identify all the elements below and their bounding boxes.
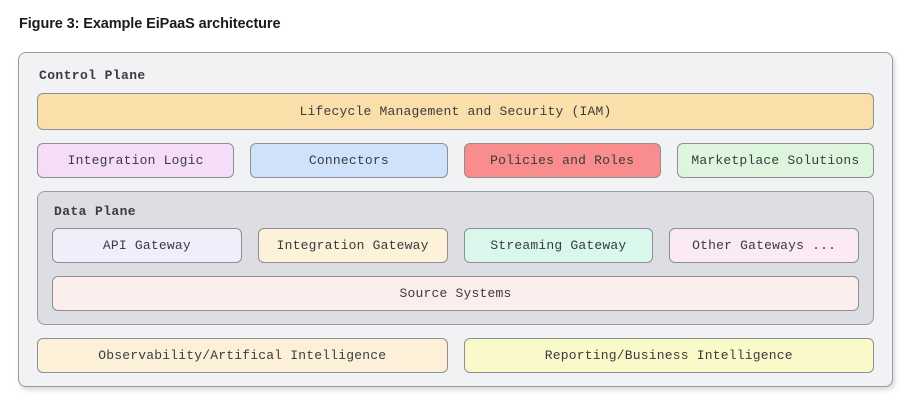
data-plane-gateways-row: API Gateway Integration Gateway Streamin… [52,228,859,263]
source-systems-box[interactable]: Source Systems [52,276,859,311]
api-gateway-box[interactable]: API Gateway [52,228,242,263]
figure-caption: Figure 3: Example EiPaaS architecture [19,16,281,32]
data-plane-panel: Data Plane API Gateway Integration Gatew… [37,191,874,325]
observability-ai-box[interactable]: Observability/Artifical Intelligence [37,338,448,373]
control-plane-banner-row: Lifecycle Management and Security (IAM) [37,93,874,130]
marketplace-solutions-box[interactable]: Marketplace Solutions [676,143,874,178]
control-plane-tiles-row: Integration Logic Connectors Policies an… [37,143,874,178]
other-gateways-box[interactable]: Other Gateways ... [669,228,859,263]
streaming-gateway-box[interactable]: Streaming Gateway [463,228,654,263]
integration-gateway-box[interactable]: Integration Gateway [257,228,448,263]
connectors-box[interactable]: Connectors [250,143,448,178]
data-plane-label: Data Plane [54,204,137,219]
control-plane-label: Control Plane [39,68,146,83]
source-systems-row: Source Systems [52,276,859,311]
reporting-bi-box[interactable]: Reporting/Business Intelligence [463,338,874,373]
integration-logic-box[interactable]: Integration Logic [37,143,235,178]
bottom-row: Observability/Artifical Intelligence Rep… [37,338,874,373]
policies-and-roles-box[interactable]: Policies and Roles [463,143,661,178]
lifecycle-management-security-box[interactable]: Lifecycle Management and Security (IAM) [37,93,874,130]
control-plane-panel: Control Plane Lifecycle Management and S… [18,52,893,387]
